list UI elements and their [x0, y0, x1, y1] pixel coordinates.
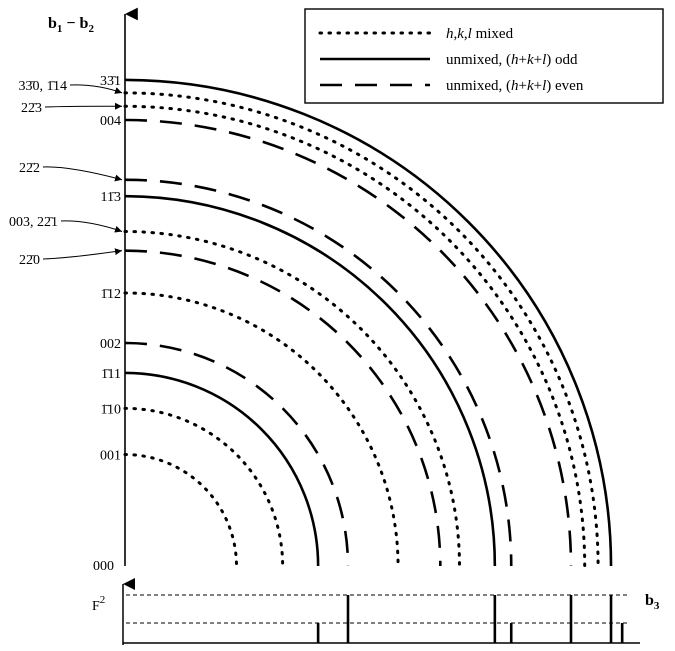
ring-arcs	[123, 78, 613, 568]
ring-dotted	[123, 291, 400, 568]
ring-label: 22̄0	[19, 253, 40, 268]
leader-arrow	[60, 220, 123, 233]
ring-dashed	[124, 178, 513, 567]
vertical-axis-title: b1 − b2	[48, 15, 94, 35]
ring-label: 22̄3	[21, 101, 42, 116]
ring-dashed	[124, 249, 442, 567]
ring-solid	[124, 78, 613, 567]
ring-label: 22̄2	[19, 161, 40, 176]
ring-labels: 001 1̄10 1̄11 002 1̄12 11̄3 004 33̄1 33̄0, 1̄14 2…	[9, 74, 121, 464]
ring-label: 004	[100, 114, 121, 129]
leader-lines	[42, 84, 123, 260]
b3-axis-label: b3	[645, 592, 660, 612]
f2-panel: F2 b3	[92, 578, 660, 645]
ring-dotted	[123, 230, 461, 568]
ring-label: 003, 22̄1	[9, 215, 58, 230]
origin-label: 000	[93, 559, 114, 574]
ring-label: 33̄1	[100, 74, 121, 89]
legend: h,k,l mixed unmixed, (h+k+l) odd unmixed, …	[304, 8, 664, 104]
leader-arrow	[44, 102, 123, 110]
ring-solid	[124, 194, 497, 567]
ring-label: 1̄12	[101, 287, 121, 302]
ring-solid	[124, 371, 320, 567]
ring-dotted	[123, 104, 587, 568]
ring-dotted	[123, 406, 285, 568]
leader-arrow	[69, 84, 123, 94]
legend-box	[304, 8, 664, 104]
f2-label: F2	[92, 594, 105, 614]
ring-label: 002	[100, 337, 121, 352]
legend-label: unmixed, (h+k+l) even	[446, 78, 584, 94]
legend-label: unmixed, (h+k+l) odd	[446, 52, 578, 68]
legend-label: h,k,l mixed	[446, 26, 514, 42]
ring-label: 33̄0, 1̄14	[19, 79, 67, 94]
ring-label: 001	[100, 449, 121, 464]
ring-dashed	[124, 118, 573, 567]
ring-label: 1̄10	[101, 402, 121, 417]
leader-arrow	[42, 248, 123, 260]
ring-label: 11̄3	[101, 190, 121, 205]
leader-arrow	[42, 166, 123, 182]
ring-dotted	[123, 91, 600, 568]
ring-dotted	[123, 453, 238, 568]
ring-dashed	[124, 341, 350, 567]
ring-label: 1̄11	[101, 367, 121, 382]
